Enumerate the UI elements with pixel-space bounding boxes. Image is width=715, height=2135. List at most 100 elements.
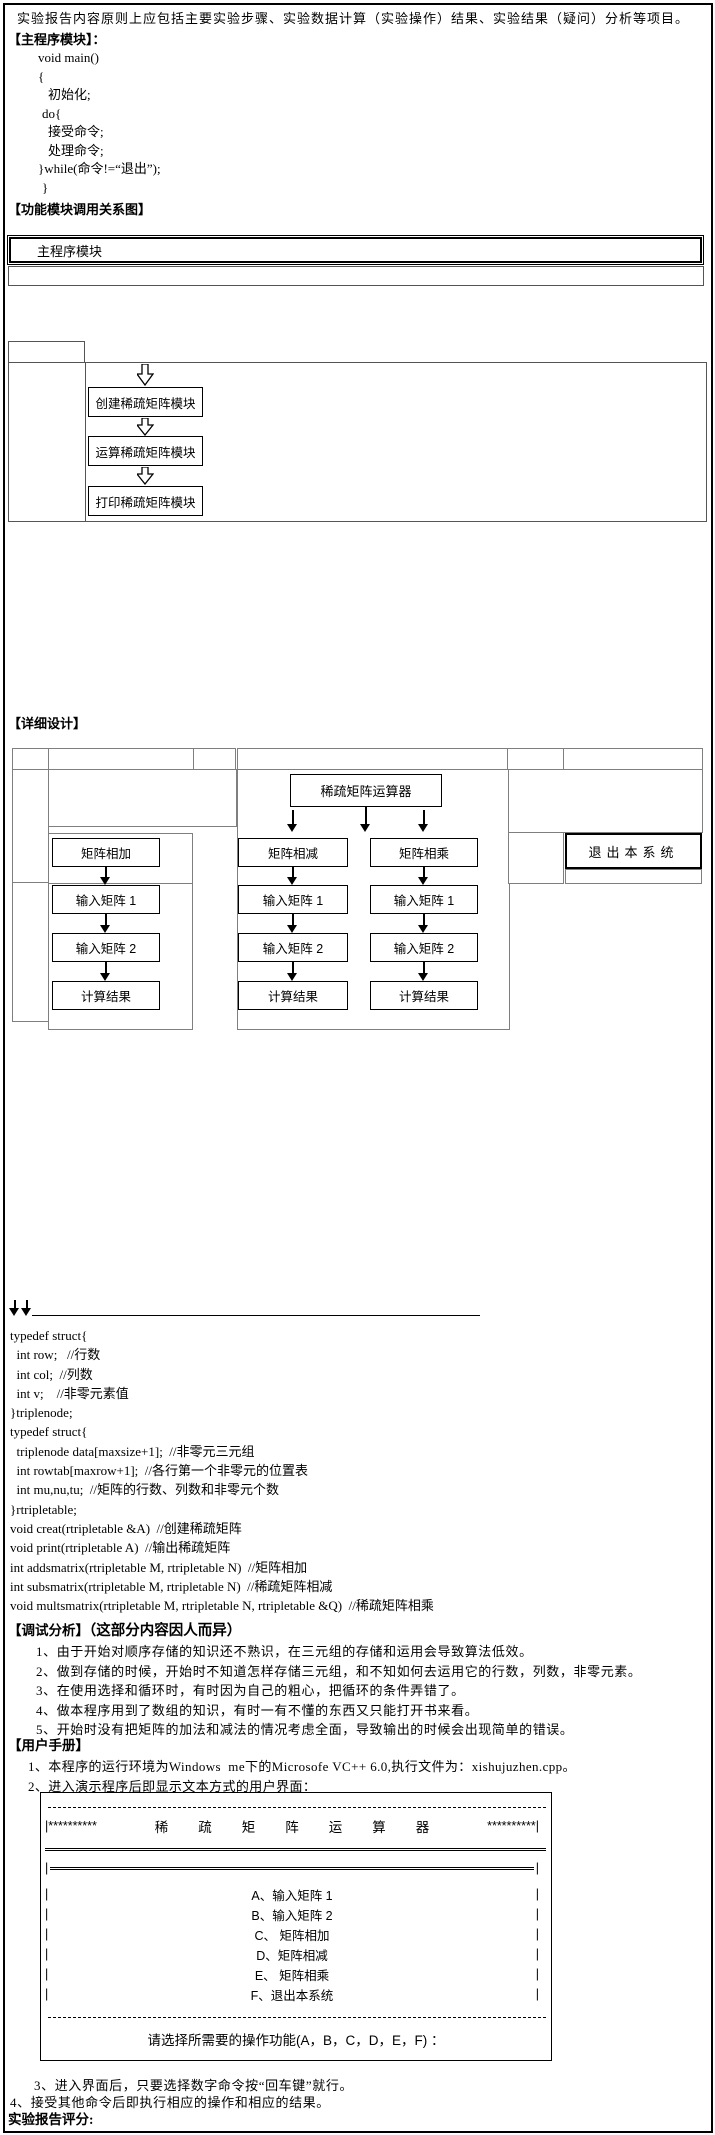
flow-arrow-icon [287, 962, 298, 981]
grid-cell [563, 748, 703, 770]
step-box: 计算结果 [238, 981, 348, 1010]
debug-heading-label: 【调试分析】 [8, 1623, 89, 1638]
flow-arrow-icon [9, 1300, 20, 1316]
code-line: }rtripletable; [10, 1501, 77, 1517]
code-line: int rowtab[maxrow+1]; //各行第一个非零元的位置表 [10, 1463, 309, 1479]
code-line: { [38, 68, 45, 84]
step-box: 输入矩阵 1 [370, 885, 478, 914]
pipe-glyph: | [535, 1927, 539, 1941]
code-line: int subsmatrix(rtripletable M, rtripleta… [10, 1578, 333, 1594]
code-line: do{ [42, 105, 62, 121]
debug-heading-note: （这部分内容因人而异） [89, 1623, 242, 1639]
code-line: } [42, 179, 49, 195]
debug-analysis-heading: 【调试分析】（这部分内容因人而异） [8, 1619, 241, 1640]
grid-cell [48, 748, 194, 770]
pipe-glyph: | [535, 1987, 539, 2001]
step-box: 输入矩阵 2 [238, 933, 348, 962]
exit-system-box: 退出本系统 [565, 833, 702, 869]
frame-divider [85, 362, 86, 522]
flow-arrow-icon [287, 810, 298, 832]
list-item: 5、开始时没有把矩阵的加法和减法的情况考虑全面，导致输出的时候会出现简单的错误。 [36, 1722, 574, 1737]
list-item: 1、由于开始对顺序存储的知识还不熟识，在三元组的存储和运用会导致算法低效。 [36, 1644, 533, 1659]
op-box-add: 矩阵相加 [52, 838, 160, 867]
list-item: 1、本程序的运行环境为Windows me下的Microsofe VC++ 6.… [28, 1759, 576, 1774]
code-line: int mu,nu,tu; //矩阵的行数、列数和非零元个数 [10, 1482, 280, 1498]
main-program-module-box: 主程序模块 [7, 235, 704, 265]
console-title-text: 稀疏矩阵运算器 [154, 1820, 460, 1835]
main-module-code: void main() { 初始化; do{ 接受命令; 处理命令; }whil… [36, 49, 161, 197]
pipe-glyph: | [45, 1987, 49, 2001]
step-box: 输入矩阵 2 [52, 933, 160, 962]
flow-arrow-icon [100, 867, 111, 885]
console-menu-row: | B、输入矩阵 2 | [45, 1905, 539, 1923]
menu-item: D、矩阵相减 [256, 1948, 328, 1963]
console-menu-row: | E、 矩阵相乘 | [45, 1965, 539, 1983]
step-box: 输入矩阵 1 [238, 885, 348, 914]
declarations-code: typedef struct{ int row; //行数 int col; /… [10, 1326, 434, 1615]
grid-cell [12, 882, 49, 1022]
code-line: triplenode data[maxsize+1]; //非零元三元组 [10, 1443, 255, 1459]
step-box: 计算结果 [52, 981, 160, 1010]
code-line: typedef struct{ [10, 1328, 88, 1343]
horizontal-rule [32, 1315, 480, 1316]
console-title-row: |********** 稀疏矩阵运算器 **********| [45, 1817, 539, 1835]
empty-row [8, 266, 704, 286]
code-line: int col; //列数 [10, 1366, 93, 1382]
flow-arrow-icon [418, 867, 429, 885]
double-arrow-icon [137, 467, 154, 485]
detail-design-heading: 【详细设计】 [8, 716, 87, 731]
code-line: 接受命令; [48, 124, 104, 139]
double-arrow-icon [137, 418, 154, 436]
double-rule [45, 1848, 546, 1851]
step-box: 计算结果 [370, 981, 478, 1010]
console-menu-row: | C、 矩阵相加 | [45, 1925, 539, 1943]
grid-cell [507, 748, 564, 770]
code-line: int row; //行数 [10, 1347, 101, 1363]
pipe-glyph: | [45, 1861, 49, 1875]
intro-paragraph: 实验报告内容原则上应包括主要实验步骤、实验数据计算（实验操作）结果、实验结果（疑… [17, 11, 690, 26]
menu-item: E、 矩阵相乘 [254, 1968, 330, 1983]
module-box-create: 创建稀疏矩阵模块 [88, 387, 203, 417]
code-line: int addsmatrix(rtripletable M, rtripleta… [10, 1559, 308, 1575]
op-box-mul: 矩阵相乘 [370, 838, 478, 867]
pipe-glyph: | [45, 1947, 49, 1961]
flow-arrow-icon [360, 807, 371, 832]
step-box: 输入矩阵 2 [370, 933, 478, 962]
code-line: 处理命令; [48, 142, 104, 158]
code-line: }while(命令!=“退出”); [38, 161, 161, 176]
module-box-compute: 运算稀疏矩阵模块 [88, 436, 203, 466]
manual-post-item: 4、接受其他命令后即执行相应的操作和相应的结果。 [10, 2095, 330, 2110]
flow-arrow-icon [100, 914, 111, 933]
menu-item: B、输入矩阵 2 [251, 1908, 333, 1923]
grid-cell [48, 769, 237, 827]
pipe-glyph: | [535, 1947, 539, 1961]
code-line: int v; //非零元素值 [10, 1385, 129, 1401]
flow-arrow-icon [287, 914, 298, 933]
code-line: }triplenode; [10, 1405, 73, 1421]
code-line: typedef struct{ [10, 1424, 88, 1440]
step-box: 输入矩阵 1 [52, 885, 160, 914]
console-menu-row: | D、矩阵相减 | [45, 1945, 539, 1963]
main-module-heading: 【主程序模块】： [8, 32, 106, 47]
console-title-left: |********** [45, 1819, 97, 1833]
grid-cell [565, 869, 702, 884]
grid-cell [12, 748, 49, 770]
pipe-glyph: | [535, 1967, 539, 1981]
root-box-calculator: 稀疏矩阵运算器 [290, 774, 442, 807]
flow-arrow-icon [418, 962, 429, 981]
flow-arrow-icon [418, 914, 429, 933]
grid-cell [508, 832, 564, 884]
grid-cell [237, 748, 508, 770]
pipe-glyph: | [535, 1907, 539, 1921]
flow-arrow-icon [21, 1300, 32, 1316]
list-item: 4、做本程序用到了数组的知识，有时一有不懂的东西又只能打开书来看。 [36, 1702, 479, 1718]
code-line: void creat(rtripletable &A) //创建稀疏矩阵 [10, 1520, 242, 1536]
list-item: 2、进入演示程序后即显示文本方式的用户界面： [28, 1779, 317, 1794]
code-line: void main() [38, 50, 100, 65]
flow-arrow-icon [100, 962, 111, 981]
double-rule [50, 1866, 534, 1870]
double-arrow-icon [137, 364, 154, 386]
manual-post-item: 3、进入界面后，只要选择数字命令按“回车键”就行。 [34, 2078, 354, 2093]
dashed-rule [48, 1807, 546, 1808]
main-program-module-label: 主程序模块 [37, 243, 103, 259]
